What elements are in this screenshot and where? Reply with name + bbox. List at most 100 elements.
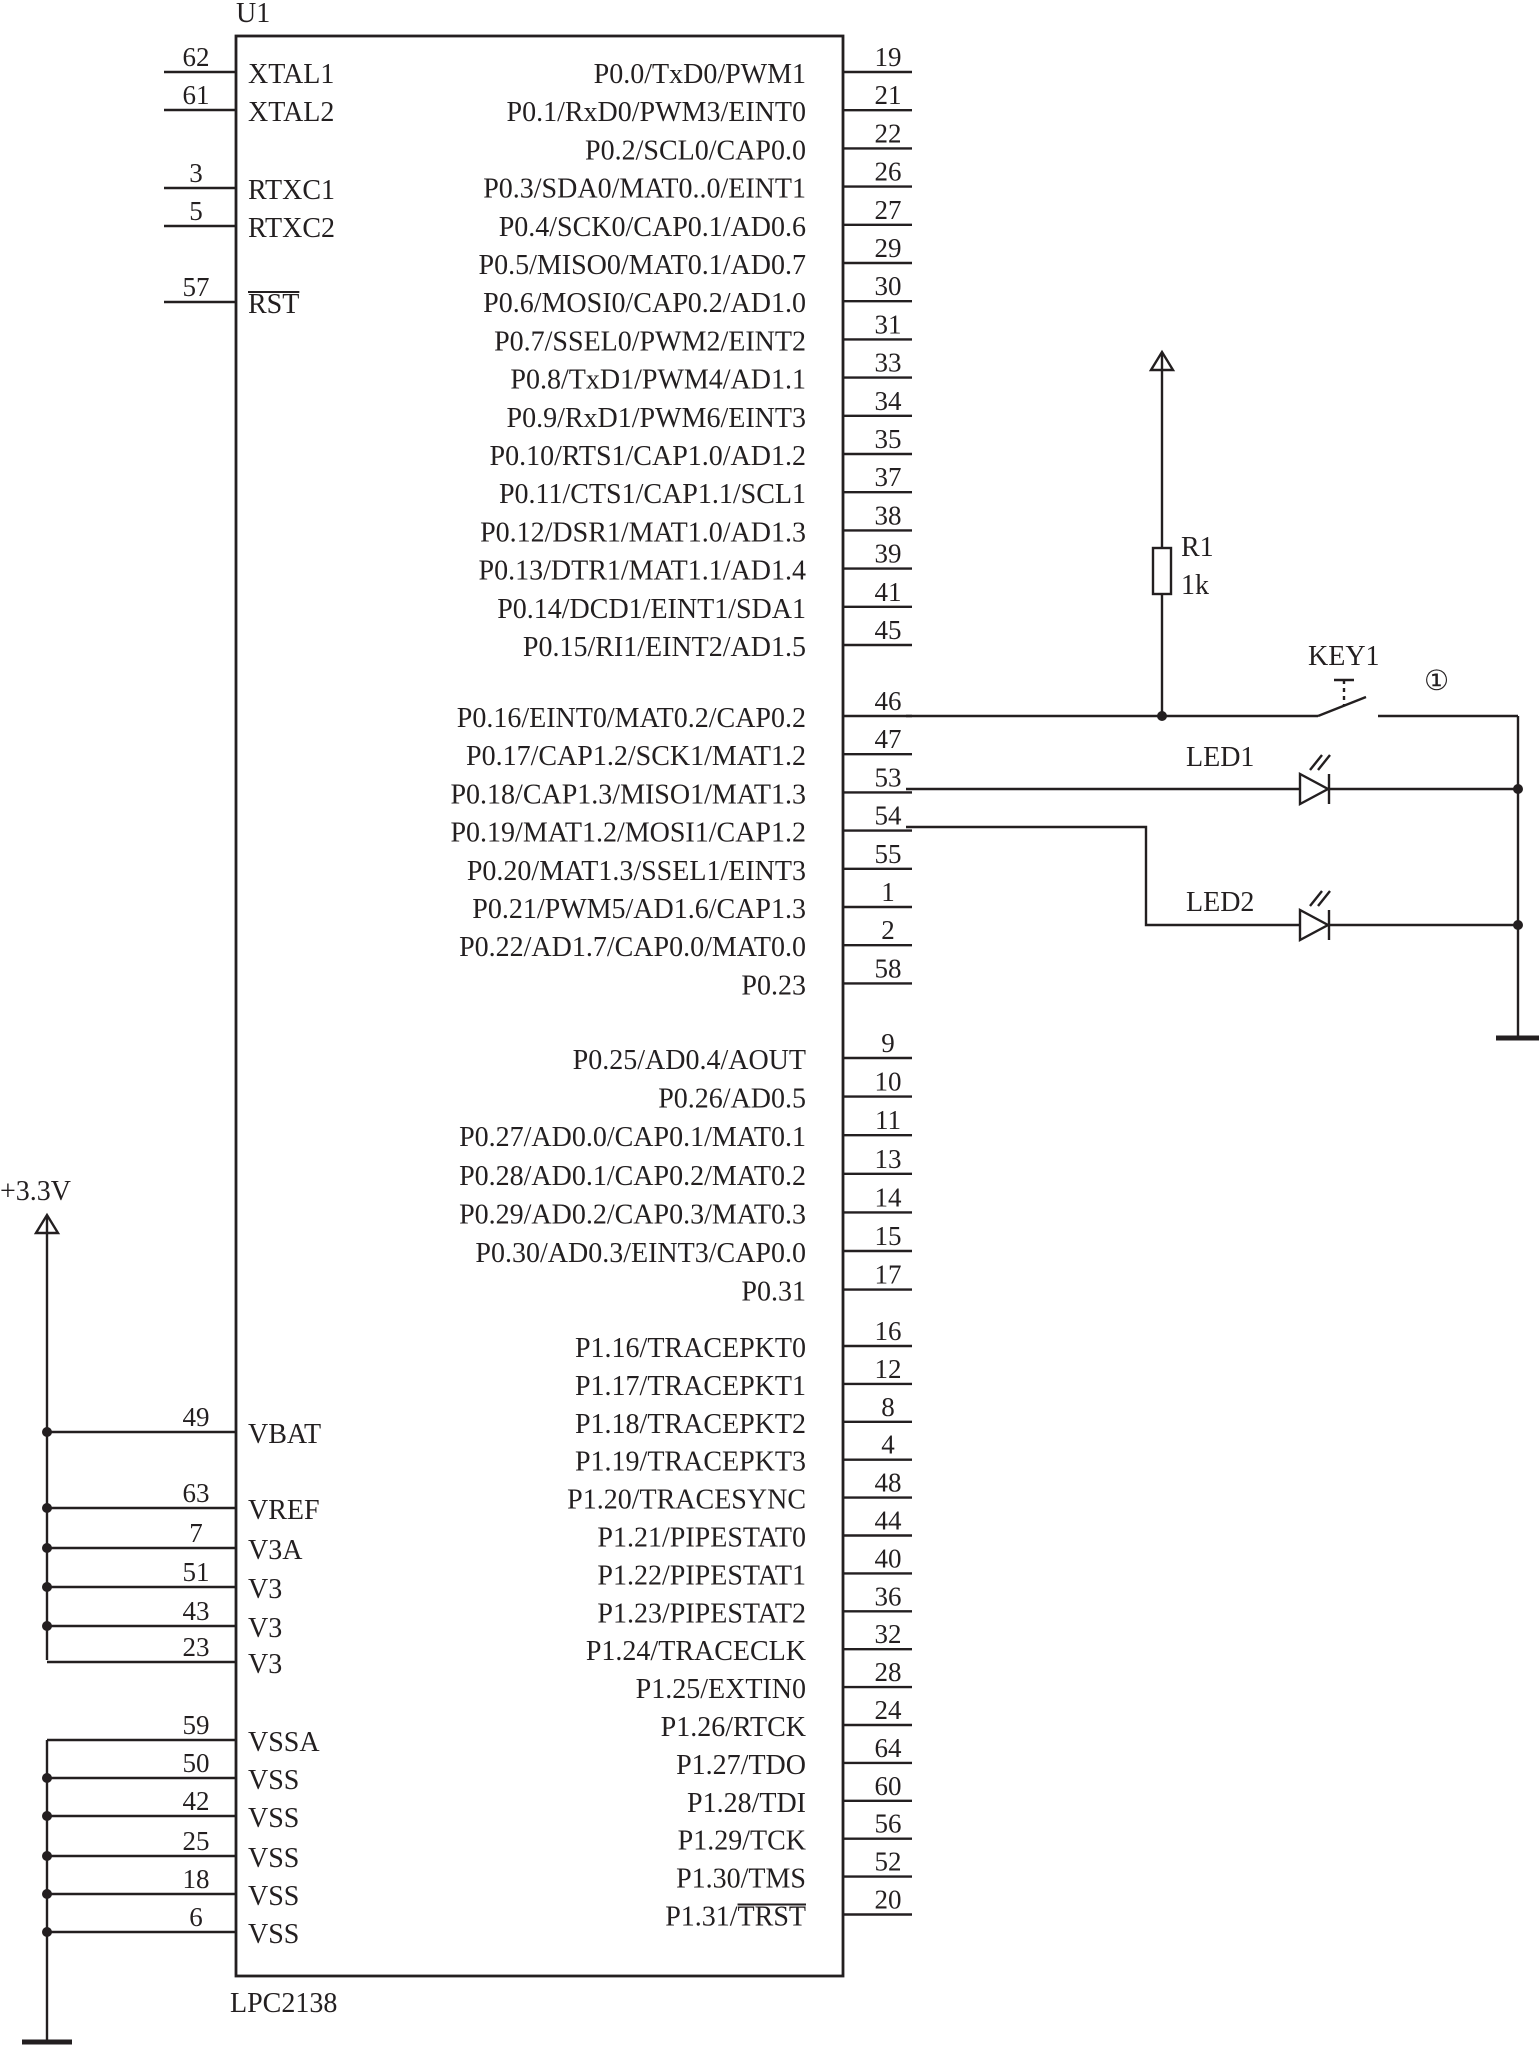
pin-number: 36 bbox=[875, 1581, 902, 1611]
pin-number: 59 bbox=[183, 1710, 210, 1740]
pin-number: 38 bbox=[875, 500, 902, 530]
pin-name: P1.28/TDI bbox=[687, 1788, 806, 1819]
pin-number: 2 bbox=[881, 915, 895, 945]
pin-name: P0.26/AD0.5 bbox=[658, 1084, 806, 1115]
pin-name: P1.22/PIPESTAT1 bbox=[597, 1560, 806, 1591]
pin-number: 33 bbox=[875, 348, 902, 378]
pin-name: P0.21/PWM5/AD1.6/CAP1.3 bbox=[472, 894, 806, 925]
pin-number: 44 bbox=[875, 1506, 903, 1536]
pin-number: 35 bbox=[875, 424, 902, 454]
pin-name: P0.17/CAP1.2/SCK1/MAT1.2 bbox=[466, 741, 806, 772]
right-pin-group: 19P0.0/TxD0/PWM121P0.1/RxD0/PWM3/EINT022… bbox=[450, 42, 912, 1933]
pin-name: P1.29/TCK bbox=[678, 1826, 806, 1857]
pin-number: 62 bbox=[183, 42, 210, 72]
right-pin: 4P1.19/TRACEPKT3 bbox=[575, 1430, 912, 1478]
pin-name: P0.7/SSEL0/PWM2/EINT2 bbox=[494, 326, 806, 357]
resistor-r1: R1 1k bbox=[1148, 349, 1214, 721]
pin-number: 8 bbox=[881, 1392, 895, 1422]
pin-number: 42 bbox=[183, 1786, 210, 1816]
pin-number: 21 bbox=[875, 80, 902, 110]
switch-designator: KEY1 bbox=[1308, 641, 1380, 672]
led2-diode-icon bbox=[1298, 907, 1331, 943]
ground-rail-left bbox=[22, 1740, 72, 2045]
pin-number: 41 bbox=[875, 577, 902, 607]
power-label: +3.3V bbox=[0, 1176, 71, 1207]
pin-number: 39 bbox=[875, 539, 902, 569]
pin-number: 26 bbox=[875, 157, 902, 187]
pin-number: 53 bbox=[875, 762, 902, 792]
pin-name: P1.21/PIPESTAT0 bbox=[597, 1523, 806, 1554]
pin-name: P0.22/AD1.7/CAP0.0/MAT0.0 bbox=[459, 932, 806, 963]
pin-name: VBAT bbox=[248, 1419, 321, 1450]
pin-number: 50 bbox=[183, 1748, 210, 1778]
pin-name: P1.30/TMS bbox=[676, 1864, 806, 1895]
pin-number: 5 bbox=[189, 196, 203, 226]
led2-designator: LED2 bbox=[1186, 887, 1254, 918]
led2-light-ray-2 bbox=[1317, 890, 1331, 907]
pin-name: P1.27/TDO bbox=[676, 1750, 806, 1781]
led1-light-ray-1 bbox=[1309, 754, 1323, 771]
pin-number: 9 bbox=[881, 1028, 895, 1058]
pin-name: RTXC1 bbox=[248, 175, 335, 206]
pin-number: 52 bbox=[875, 1847, 902, 1877]
pin-name: VREF bbox=[248, 1495, 320, 1526]
pin-name: P0.27/AD0.0/CAP0.1/MAT0.1 bbox=[459, 1122, 806, 1153]
pin-name: P0.30/AD0.3/EINT3/CAP0.0 bbox=[475, 1238, 806, 1269]
pin-number: 20 bbox=[875, 1885, 902, 1915]
pin-number: 18 bbox=[183, 1864, 210, 1894]
pin-name: P0.15/RI1/EINT2/AD1.5 bbox=[523, 632, 806, 663]
pin-name: P0.3/SDA0/MAT0..0/EINT1 bbox=[483, 174, 806, 205]
chip-body bbox=[234, 34, 845, 1978]
led-1: LED1 bbox=[906, 742, 1523, 807]
pin-number: 46 bbox=[875, 686, 902, 716]
pin-number: 32 bbox=[875, 1619, 902, 1649]
led1-diode-icon bbox=[1298, 771, 1331, 807]
led1-designator: LED1 bbox=[1186, 742, 1254, 773]
pin-name: P0.9/RxD1/PWM6/EINT3 bbox=[507, 403, 806, 434]
pin-number: 28 bbox=[875, 1657, 902, 1687]
pin-name: VSS bbox=[248, 1803, 299, 1834]
pin-number: 13 bbox=[875, 1144, 902, 1174]
pin-number: 30 bbox=[875, 271, 902, 301]
pin-name: P0.1/RxD0/PWM3/EINT0 bbox=[507, 97, 806, 128]
pin-number: 57 bbox=[183, 272, 210, 302]
pin-name: P0.25/AD0.4/AOUT bbox=[573, 1045, 806, 1076]
led2-light-ray-1 bbox=[1309, 890, 1323, 907]
pin-number: 31 bbox=[875, 309, 902, 339]
pin-name: P1.23/PIPESTAT2 bbox=[597, 1598, 806, 1629]
pin-number: 15 bbox=[875, 1221, 902, 1251]
chip-part-number: LPC2138 bbox=[230, 1988, 337, 2019]
led-2: LED2 bbox=[906, 825, 1523, 943]
